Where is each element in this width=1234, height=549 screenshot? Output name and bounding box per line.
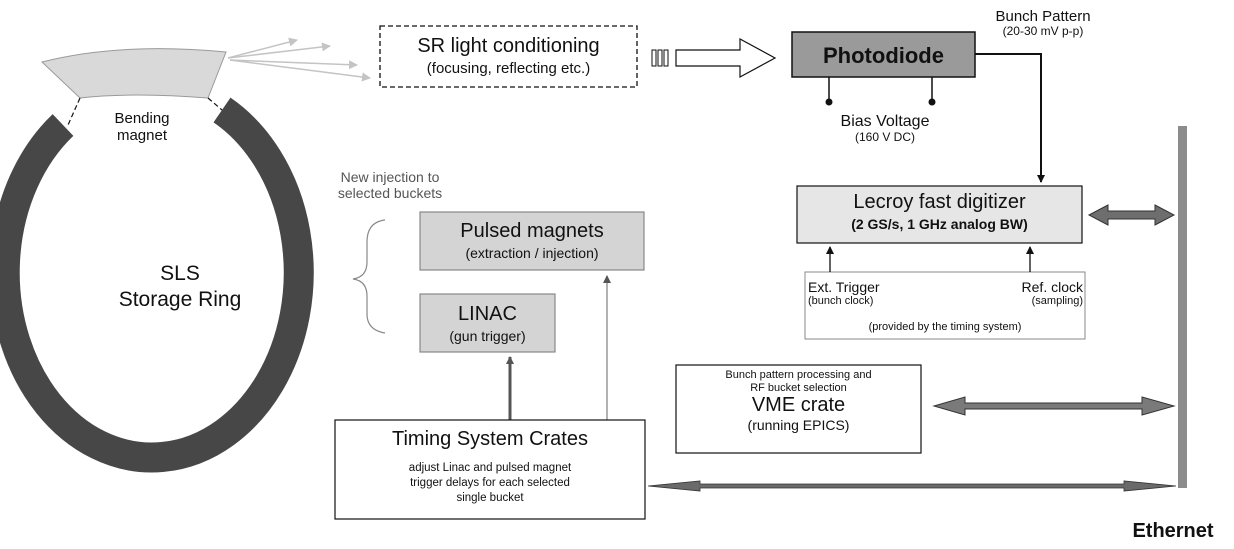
- signal-line: [975, 53, 1045, 183]
- vme-note-line-2: RF bucket selection: [750, 381, 847, 394]
- storage-ring-label: SLS Storage Ring: [100, 261, 260, 314]
- provided-by-timing-label: (provided by the timing system): [868, 321, 1022, 333]
- vme-title: VME crate: [751, 394, 846, 417]
- ext-trigger-title: Ext. Trigger: [808, 279, 880, 295]
- storage-ring: [0, 97, 314, 473]
- ref-clock-title: Ref. clock: [1021, 279, 1083, 295]
- ethernet-label: Ethernet: [1132, 520, 1214, 542]
- timing-label: Timing System Crates adjust Linac and pu…: [335, 428, 645, 506]
- bending-magnet-dash-left: [67, 97, 81, 126]
- bias-pins: [825, 77, 936, 106]
- bending-magnet: [40, 48, 227, 126]
- pulsed-magnets-subtitle: (extraction / injection): [465, 245, 599, 261]
- ext-trigger-label: Ext. Trigger (bunch clock): [808, 279, 898, 308]
- digitizer-subtitle: (2 GS/s, 1 GHz analog BW): [851, 216, 1028, 232]
- light-arrow-icon: [675, 37, 777, 79]
- bunch-pattern-label: Bunch Pattern (20-30 mV p-p): [968, 8, 1118, 39]
- ext-trigger-subtitle: (bunch clock): [808, 295, 874, 308]
- linac-box: [419, 293, 556, 353]
- injection-note-line-2: selected buckets: [337, 185, 443, 202]
- timing-title: Timing System Crates: [392, 428, 588, 450]
- injection-note-line-1: New injection to: [340, 169, 440, 185]
- light-rays: [227, 37, 371, 82]
- digitizer-box: [796, 185, 1083, 244]
- timing-ethernet-arrow-icon: [647, 480, 1177, 492]
- linac-subtitle: (gun trigger): [449, 328, 526, 344]
- bunch-pattern-title: Bunch Pattern: [995, 8, 1091, 25]
- linac-label: LINAC (gun trigger): [420, 303, 555, 344]
- vme-note-line-1: Bunch pattern processing and: [725, 369, 872, 381]
- bending-magnet-shape: [40, 48, 227, 99]
- timing-line-1: adjust Linac and pulsed magnet: [408, 462, 572, 474]
- digitizer-title: Lecroy fast digitizer: [853, 191, 1026, 213]
- storage-ring-subtitle: Storage Ring: [118, 288, 242, 312]
- bias-voltage-title: Bias Voltage: [840, 113, 930, 130]
- injection-note: New injection to selected buckets: [325, 169, 455, 201]
- vme-label: Bunch pattern processing and RF bucket s…: [676, 369, 921, 433]
- bunch-pattern-subtitle: (20-30 mV p-p): [1002, 24, 1084, 39]
- pulsed-magnets-box: [419, 211, 645, 271]
- bending-magnet-label: Bending magnet: [92, 110, 192, 145]
- timing-line-2: trigger delays for each selected: [410, 476, 570, 489]
- pulsed-magnets-label: Pulsed magnets (extraction / injection): [420, 220, 644, 261]
- sr-light-label: SR light conditioning (focusing, reflect…: [380, 35, 637, 77]
- injection-brace: [352, 219, 386, 334]
- digitizer-label: Lecroy fast digitizer (2 GS/s, 1 GHz ana…: [797, 191, 1082, 232]
- sr-light-box: [379, 25, 638, 88]
- vme-ethernet-arrow-icon: [932, 396, 1176, 416]
- sr-light-subtitle: (focusing, reflecting etc.): [426, 60, 591, 77]
- bending-magnet-dash-right: [207, 97, 223, 111]
- vme-subtitle: (running EPICS): [747, 417, 850, 434]
- linac-title: LINAC: [458, 303, 517, 325]
- ref-clock-subtitle: (sampling): [1031, 295, 1083, 308]
- timing-line-3: single bucket: [456, 491, 524, 504]
- vme-box: [675, 364, 922, 454]
- pulsed-magnets-title: Pulsed magnets: [460, 220, 604, 242]
- bending-magnet-line-2: magnet: [116, 127, 168, 145]
- ethernet-bar: [1178, 126, 1187, 488]
- bias-voltage-label: Bias Voltage (160 V DC): [800, 113, 970, 145]
- photodiode-title: Photodiode: [823, 43, 944, 68]
- timing-box: [334, 419, 646, 520]
- lens-icon: [651, 49, 669, 67]
- sr-light-title: SR light conditioning: [417, 35, 600, 57]
- trigger-panel-box: [804, 271, 1086, 340]
- storage-ring-arc: [0, 97, 314, 473]
- bias-voltage-subtitle: (160 V DC): [854, 130, 916, 145]
- bending-magnet-line-1: Bending: [114, 110, 170, 127]
- ref-clock-label: Ref. clock (sampling): [985, 279, 1083, 308]
- digitizer-ethernet-arrow-icon: [1087, 204, 1176, 226]
- storage-ring-title: SLS: [160, 262, 200, 285]
